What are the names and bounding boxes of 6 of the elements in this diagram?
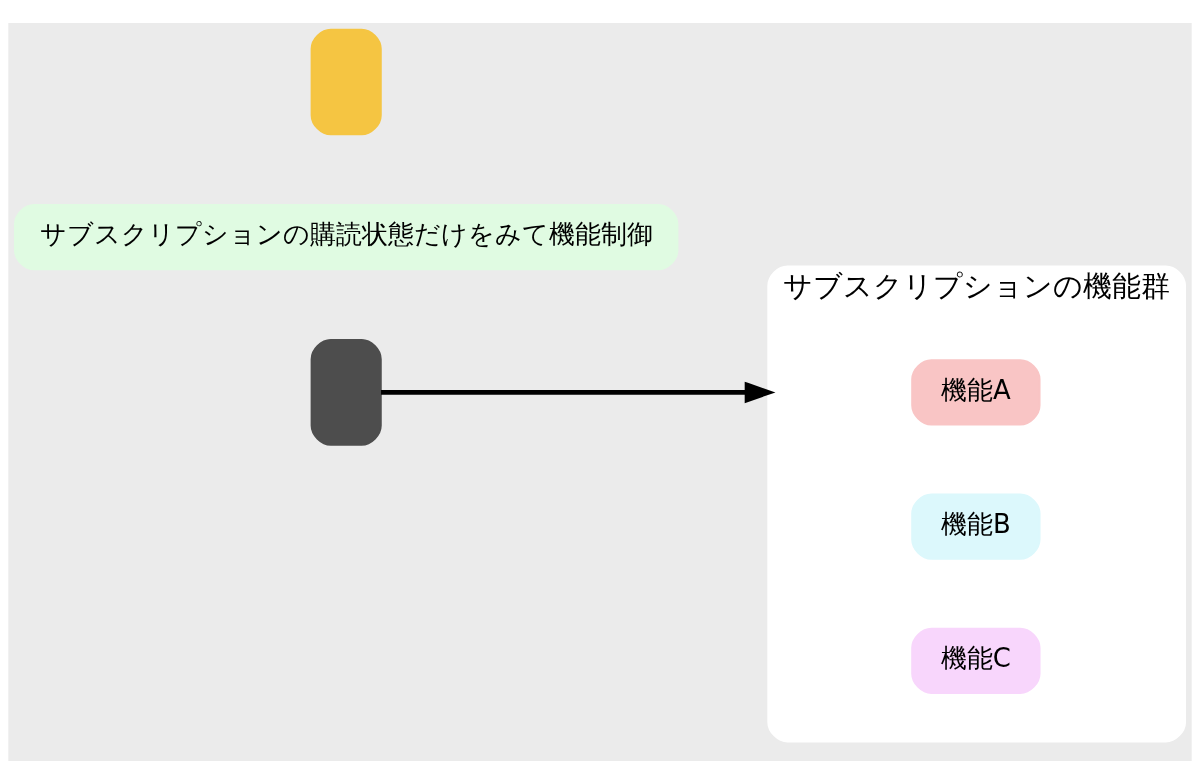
node-person (310, 28, 382, 135)
node-box: 機能A (911, 358, 1041, 426)
node-box: 機能C (911, 627, 1041, 694)
arrow (381, 381, 776, 403)
node-person (310, 338, 382, 446)
node-box: 機能B (911, 492, 1041, 560)
